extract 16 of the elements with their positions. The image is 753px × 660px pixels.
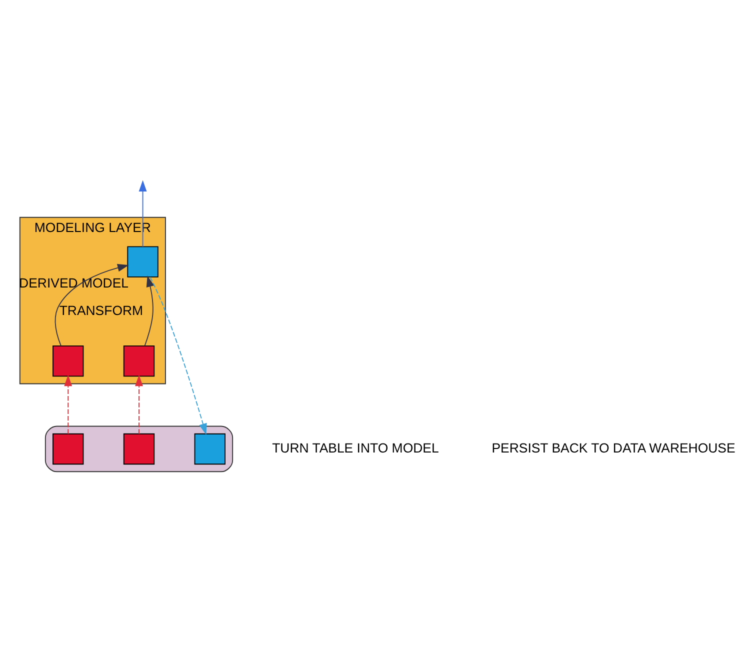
arrow: [135, 374, 143, 434]
node-box: [123, 433, 155, 465]
node-box: [194, 433, 226, 465]
edge-label: TRANSFORM: [59, 302, 144, 318]
label: TURN TABLE INTO MODEL: [272, 440, 439, 456]
arrow: [54, 264, 129, 346]
label: PERSIST BACK TO DATA WAREHOUSE: [492, 440, 736, 456]
node-box: [127, 246, 158, 278]
arrow: [64, 374, 72, 434]
arrow: [144, 276, 154, 346]
node-box: [52, 433, 84, 465]
arrow: [150, 276, 207, 435]
arrow: [138, 180, 147, 248]
node-box: [123, 345, 155, 377]
node-box: [52, 345, 84, 377]
cluster: [44, 426, 234, 472]
